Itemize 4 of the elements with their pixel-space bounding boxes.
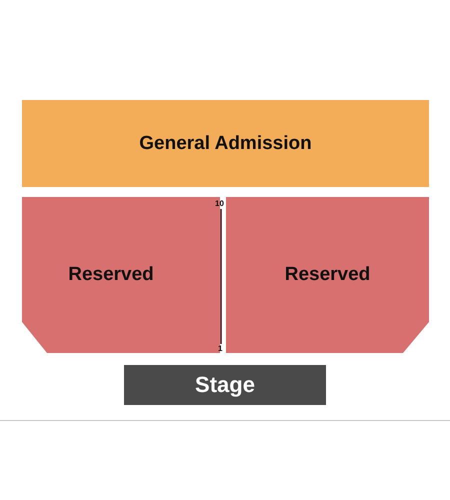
section-name: Reserved xyxy=(284,264,370,286)
section-name: Reserved xyxy=(68,264,154,286)
section-name: General Admission xyxy=(139,132,312,154)
stage-label: Stage xyxy=(195,372,255,398)
